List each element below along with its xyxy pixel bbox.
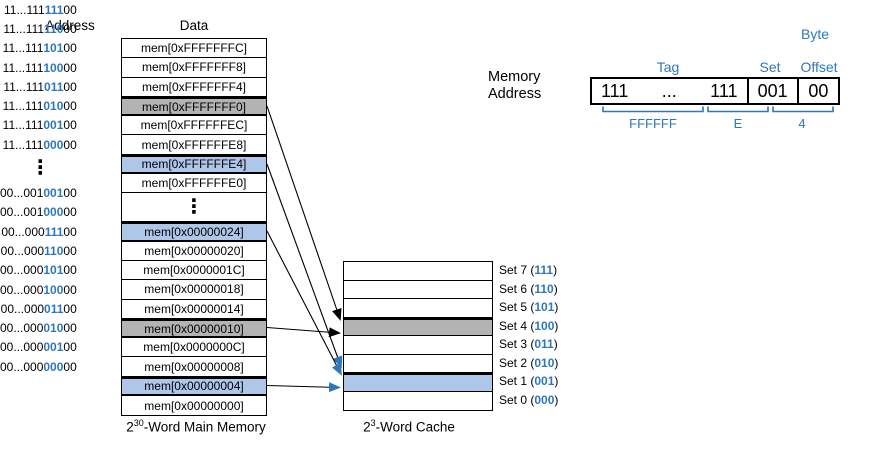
cache-set-row — [344, 391, 492, 410]
byte-offset-field: 00 — [796, 79, 838, 103]
cache-set-row — [344, 280, 492, 299]
cache-caption: 23-Word Cache — [363, 418, 455, 435]
tag-hex-brace — [602, 106, 704, 113]
set-field: 001 — [746, 79, 797, 103]
cache-set-row — [344, 317, 492, 336]
mid-hex-brace — [707, 106, 769, 113]
byte-field-label: Byte — [800, 26, 830, 42]
memory-address-label: Memory Address — [488, 69, 542, 103]
set-field-label: Set — [759, 59, 781, 75]
memory-cell: mem[0xFFFFFFF4] — [122, 77, 266, 97]
arrow-00000010-to-set4 — [266, 326, 341, 338]
address-column-header: Address — [45, 18, 95, 33]
cache-set-label: Set 3 (011) — [499, 337, 558, 352]
cache-set-label: Set 1 (001) — [499, 374, 559, 389]
hex-mid-value: E — [733, 116, 743, 131]
hex-offset-value: 4 — [798, 116, 806, 131]
memory-cell: mem[0xFFFFFFF0] — [122, 96, 266, 117]
memory-cell: mem[0x00000020] — [122, 241, 266, 261]
memory-cell: mem[0xFFFFFFE8] — [122, 135, 266, 155]
cache-set-row — [344, 336, 492, 355]
offset-field-label: Offset — [800, 59, 838, 75]
cache-set-label: Set 7 (111) — [499, 263, 558, 278]
arrow-fffffff0-to-set4 — [266, 105, 342, 321]
memory-cell: mem[0x0000001C] — [122, 260, 266, 281]
memory-cell: mem[0x00000008] — [122, 357, 266, 377]
memory-address-field-box: 111...111 001 00 — [590, 77, 840, 105]
memory-cell: mem[0xFFFFFFFC] — [122, 39, 266, 59]
vertical-ellipsis-icon: ⋮ — [30, 157, 51, 180]
tag-field: 111...111 — [601, 80, 738, 101]
memory-cell: mem[0xFFFFFFE0] — [122, 174, 266, 194]
cache-set-labels: Set 7 (111) Set 6 (110) Set 5 (101) Set … — [499, 261, 558, 409]
memory-cell: mem[0x0000000C] — [122, 338, 266, 358]
memory-cell: mem[0x00000014] — [122, 299, 266, 319]
arrow-00000024-to-set1 — [266, 230, 342, 376]
arrow-ffffffe4-to-set1 — [266, 163, 343, 369]
cache-set-row — [344, 373, 492, 392]
tag-field-label: Tag — [656, 59, 680, 75]
memory-cell: mem[0x00000024] — [122, 222, 266, 242]
arrow-00000004-to-set1 — [266, 382, 341, 393]
memory-cell: mem[0xFFFFFFEC] — [122, 116, 266, 136]
memory-cell: mem[0xFFFFFFF8] — [122, 58, 266, 78]
cache-set-row — [344, 299, 492, 318]
cache-set-label: Set 4 (100) — [499, 318, 559, 333]
main-memory-caption: 230-Word Main Memory — [126, 418, 266, 435]
cache-set-label: Set 6 (110) — [499, 281, 558, 296]
offset-hex-brace — [772, 106, 834, 113]
memory-cell: mem[0x00000000] — [122, 396, 266, 416]
memory-cell: mem[0x00000004] — [122, 376, 266, 397]
cache-set-label: Set 2 (010) — [499, 355, 559, 370]
cache-set-label: Set 5 (101) — [499, 300, 559, 315]
cache-set-label: Set 0 (000) — [499, 392, 559, 407]
memory-cell: mem[0xFFFFFFE4] — [122, 154, 266, 175]
vertical-ellipsis-icon: ⋮ — [122, 193, 266, 223]
cache-set-row — [344, 354, 492, 373]
memory-cell: mem[0x00000018] — [122, 280, 266, 300]
cache-set-row — [344, 262, 492, 281]
main-memory-table: mem[0xFFFFFFFC] mem[0xFFFFFFF8] mem[0xFF… — [121, 38, 267, 417]
memory-cell: mem[0x00000010] — [122, 318, 266, 339]
cache-table — [343, 261, 493, 411]
data-column-header: Data — [179, 18, 209, 33]
hex-tag-value: FFFFFF — [629, 116, 677, 131]
